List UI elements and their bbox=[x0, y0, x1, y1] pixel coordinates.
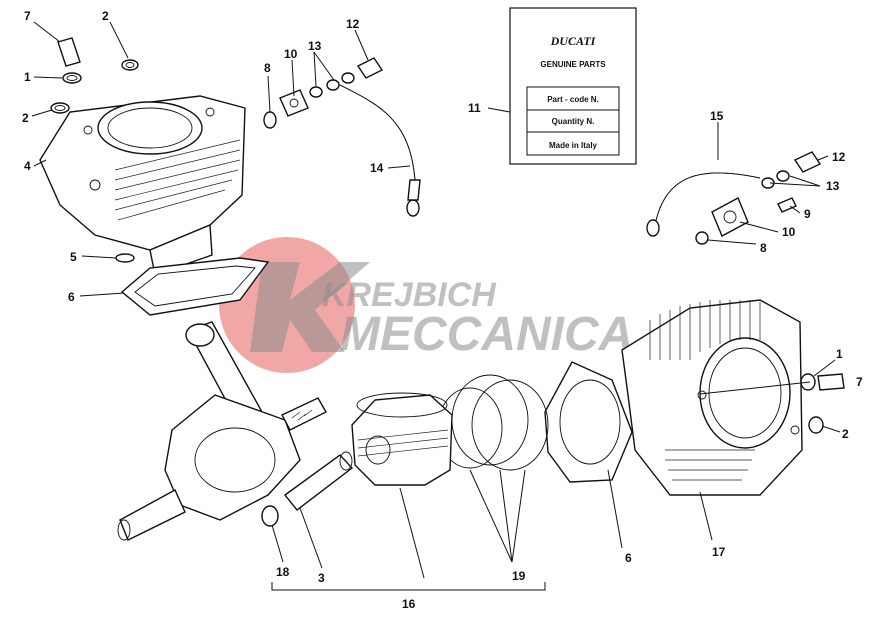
piston bbox=[351, 392, 453, 486]
callout-13-washers-right: 13 bbox=[826, 179, 840, 193]
watermark-line-2: MECCANICA bbox=[340, 308, 633, 361]
oil-pipe-right bbox=[646, 151, 822, 245]
crankshaft bbox=[117, 321, 327, 541]
dowel-and-rings-left bbox=[50, 37, 139, 114]
callout-9-screw: 9 bbox=[804, 207, 811, 221]
callout-4-front-cylinder: 4 bbox=[24, 159, 31, 173]
dowel-and-rings-right bbox=[800, 373, 845, 434]
piston-pin bbox=[283, 451, 354, 511]
callout-10-flange-left: 10 bbox=[284, 47, 298, 61]
callout-2-ring-right: 2 bbox=[842, 427, 849, 441]
callout-17-rear-cylinder: 17 bbox=[712, 545, 726, 559]
callout-8-seal-right: 8 bbox=[760, 241, 767, 255]
callout-2-ring-left: 2 bbox=[22, 111, 29, 125]
oil-pipe-left bbox=[263, 57, 421, 217]
piston-rings bbox=[437, 374, 549, 471]
watermark: KREJBICH MECCANICA bbox=[219, 237, 633, 373]
callout-1-ring-left: 1 bbox=[24, 70, 31, 84]
circlip bbox=[261, 505, 279, 527]
card-brand: DUCATI bbox=[550, 34, 597, 48]
callout-labels: 7 2 1 2 4 8 10 13 12 14 5 6 11 15 12 13 … bbox=[22, 9, 863, 611]
callout-6-base-gasket: 6 bbox=[68, 290, 75, 304]
callout-7-dowel-left: 7 bbox=[24, 9, 31, 23]
genuine-parts-card: DUCATI GENUINE PARTS Part - code N. Quan… bbox=[509, 7, 637, 165]
callout-6-head-gasket: 6 bbox=[625, 551, 632, 565]
callout-14-oil-pipe: 14 bbox=[370, 161, 384, 175]
callout-7-dowel-right: 7 bbox=[856, 375, 863, 389]
watermark-k-shape bbox=[250, 262, 370, 352]
rear-cylinder bbox=[621, 299, 803, 496]
callout-2-ring-top: 2 bbox=[102, 9, 109, 23]
callout-12-bolt-right: 12 bbox=[832, 150, 846, 164]
head-gasket-right bbox=[544, 361, 633, 483]
callout-13-washers-left: 13 bbox=[308, 39, 322, 53]
callout-5-ring: 5 bbox=[70, 250, 77, 264]
callout-10-flange-right: 10 bbox=[782, 225, 796, 239]
callout-3-piston-pin: 3 bbox=[318, 571, 325, 585]
callout-8-seal-left: 8 bbox=[264, 61, 271, 75]
callout-12-bolt-left: 12 bbox=[346, 17, 360, 31]
callout-18-circlip: 18 bbox=[276, 565, 290, 579]
callout-15-oil-pipe: 15 bbox=[710, 109, 724, 123]
card-heading: GENUINE PARTS bbox=[540, 60, 606, 69]
card-row-part-code: Part - code N. bbox=[547, 95, 599, 104]
watermark-line-1: KREJBICH bbox=[322, 276, 497, 314]
card-row-quantity: Quantity N. bbox=[552, 117, 595, 126]
callout-16-piston-assembly: 16 bbox=[402, 597, 416, 611]
callout-11-parts-card: 11 bbox=[468, 101, 481, 115]
base-gasket-left bbox=[115, 253, 270, 316]
leader-lines bbox=[31, 21, 841, 591]
callout-1-ring-right: 1 bbox=[836, 347, 843, 361]
callout-19-piston-rings: 19 bbox=[512, 569, 526, 583]
card-row-made-in: Made in Italy bbox=[549, 141, 598, 150]
front-cylinder bbox=[39, 95, 246, 276]
